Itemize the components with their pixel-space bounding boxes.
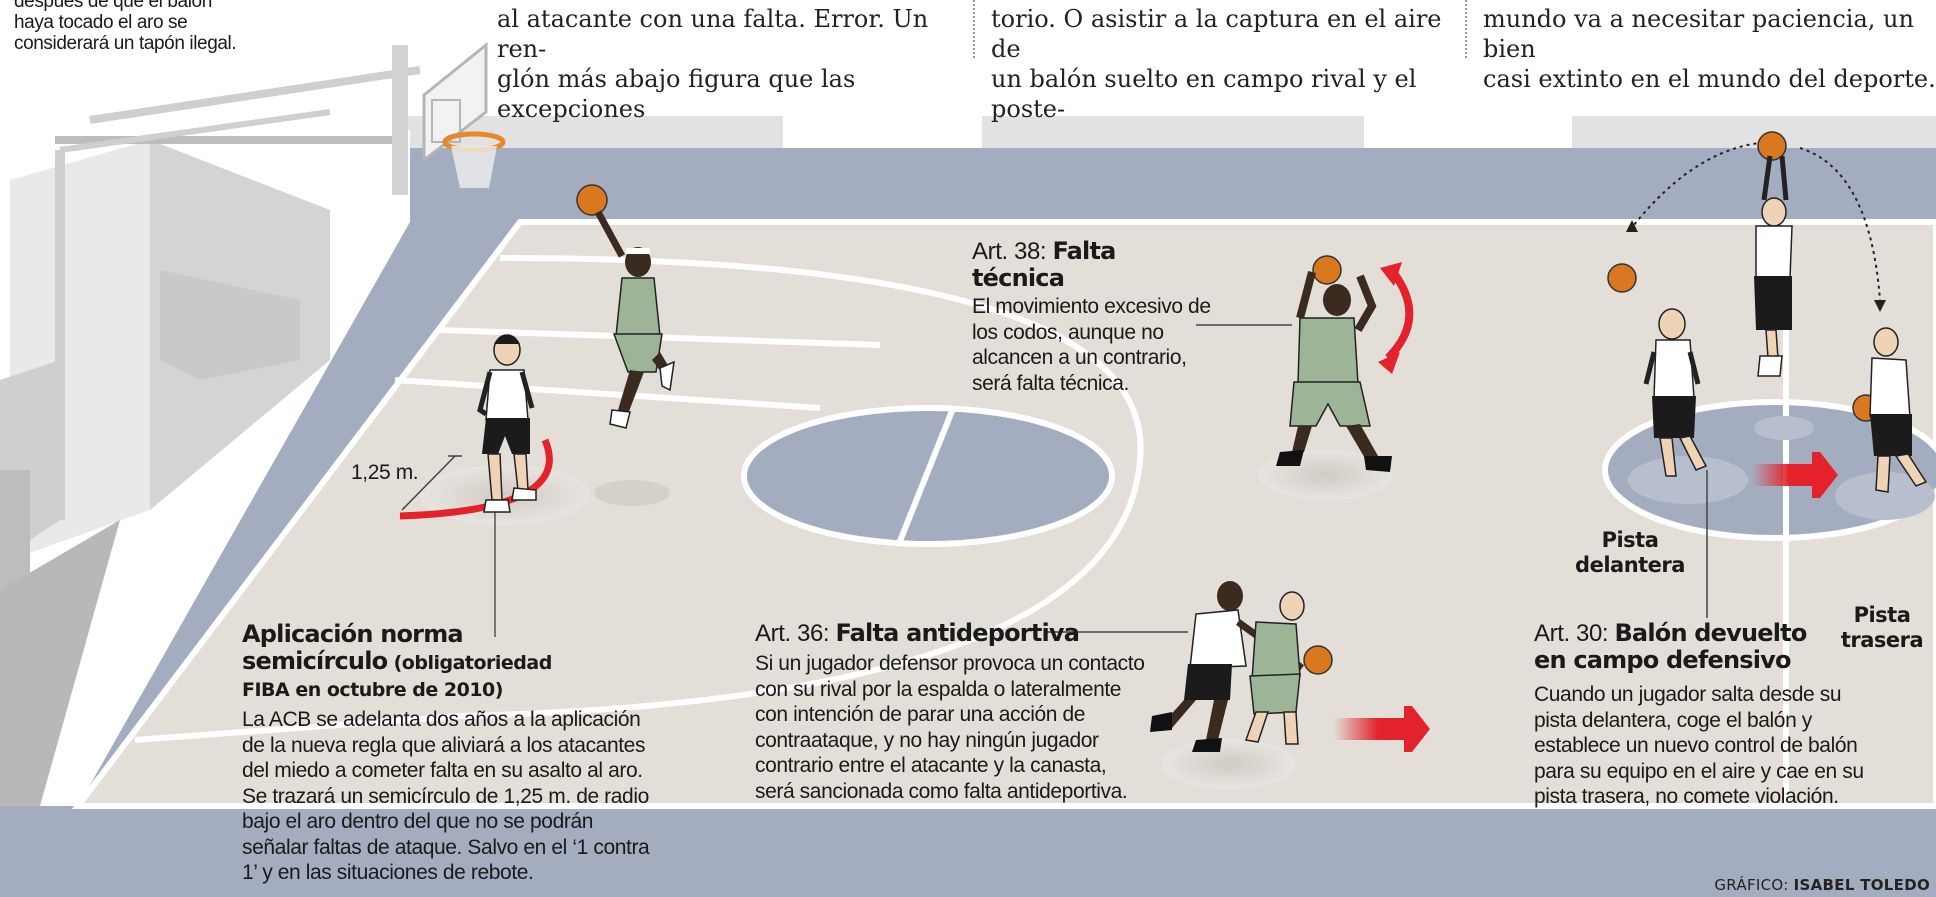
graphic-credit: GRÁFICO: ISABEL TOLEDO: [1680, 876, 1930, 894]
art36-block: Art. 36: Falta antideportiva Si un jugad…: [755, 620, 1155, 804]
column-divider: [1465, 0, 1467, 58]
art36-line: contrario entre el atacante y la canasta…: [755, 754, 1107, 777]
art36-line: contraataque, y no hay ningún jugador: [755, 728, 1099, 752]
left-caption-line: considerará un tapón ilegal.: [14, 33, 237, 54]
semicircle-title-line: Aplicación norma: [242, 620, 464, 648]
intro-column-3: mundo va a necesitar paciencia, un bien …: [1483, 4, 1936, 94]
semicircle-line: del miedo a cometer falta en su asalto a…: [242, 759, 643, 782]
art36-heading: Art. 36: Falta antideportiva: [755, 619, 1155, 648]
stands: [405, 116, 1936, 156]
art30-line: para su equipo en el aire y cae en su: [1534, 759, 1864, 783]
art38-heading: Art. 38: Falta técnica: [972, 238, 1212, 292]
art30-title-line: en campo defensivo: [1534, 646, 1791, 674]
pista-trasera-label: Pista trasera: [1830, 603, 1934, 653]
art38-line: El movimiento excesivo de: [972, 295, 1211, 318]
semicircle-block: Aplicación norma semicírculo (obligatori…: [242, 621, 662, 886]
left-caption: después de que el balón haya tocado el a…: [14, 0, 254, 54]
pista-delantera-line: delantera: [1575, 553, 1685, 577]
art36-prefix: Art. 36:: [755, 620, 836, 647]
left-caption-line: haya tocado el aro se: [14, 12, 188, 33]
semicircle-title: Aplicación norma semicírculo (obligatori…: [242, 621, 662, 703]
semicircle-note-line2: FIBA en octubre de 2010): [242, 679, 503, 701]
column-divider: [973, 0, 975, 58]
arena-wall: [0, 130, 410, 806]
player-backcourt-group: [1607, 131, 1935, 520]
player-attacker-jump: [576, 184, 675, 429]
leader-lines: [1044, 324, 1708, 633]
semicircle-line: bajo el aro dentro del que no se podrán: [242, 810, 594, 833]
art38-block: Art. 38: Falta técnica El movimiento exc…: [972, 238, 1212, 396]
intro-line: glón más abajo figura que las excepcione…: [497, 65, 856, 123]
intro-column-1: al atacante con una falta. Error. Un ren…: [497, 4, 967, 124]
art38-body: El movimiento excesivo de los codos, aun…: [972, 294, 1212, 396]
semicircle-body: La ACB se adelanta dos años a la aplicac…: [242, 707, 662, 886]
art36-title: Falta antideportiva: [835, 619, 1080, 647]
measure-label: 1,25 m.: [351, 461, 419, 484]
art36-body: Si un jugador defensor provoca un contac…: [755, 651, 1155, 804]
art38-line: será falta técnica.: [972, 371, 1129, 395]
art30-heading: Art. 30: Balón devuelto en campo defensi…: [1534, 620, 1894, 674]
intro-line: torio. O asistir a la captura en el aire…: [991, 5, 1442, 63]
art36-line: será sancionada como falta antideportiva…: [755, 779, 1128, 803]
pista-delantera-label: Pista delantera: [1560, 528, 1700, 578]
intro-column-2: torio. O asistir a la captura en el aire…: [991, 4, 1461, 124]
art30-line: Cuando un jugador salta desde su: [1534, 683, 1842, 706]
art30-line: establece un nuevo control de balón: [1534, 734, 1858, 757]
intro-line: al atacante con una falta. Error. Un ren…: [497, 5, 929, 63]
art30-title-line: Balón devuelto: [1614, 619, 1807, 647]
art38-prefix: Art. 38:: [972, 238, 1053, 265]
art30-line: pista trasera, no comete violación.: [1534, 785, 1839, 808]
semicircle-note: (obligatoriedad: [393, 652, 553, 674]
pista-trasera-line: trasera: [1840, 628, 1924, 652]
player-unsportsmanlike: [1150, 581, 1430, 789]
pista-trasera-line: Pista: [1853, 603, 1911, 627]
semicircle-line: 1’ y en las situaciones de rebote.: [242, 861, 534, 884]
basket-structure: [55, 41, 506, 520]
art30-body: Cuando un jugador salta desde su pista d…: [1534, 682, 1894, 810]
art30-block: Art. 30: Balón devuelto en campo defensi…: [1534, 620, 1894, 810]
player-technical-foul: [1259, 255, 1414, 500]
pista-delantera-line: Pista: [1601, 528, 1659, 552]
intro-line: mundo va a necesitar paciencia, un bien: [1483, 5, 1914, 63]
art38-title: Falta técnica: [972, 237, 1116, 292]
credit-name: ISABEL TOLEDO: [1793, 876, 1930, 894]
art36-line: con intención de parar una acción de: [755, 703, 1086, 726]
art30-prefix: Art. 30:: [1534, 620, 1615, 647]
semicircle-line: Se trazará un semicírculo de 1,25 m. de …: [242, 784, 649, 808]
intro-line: casi extinto en el mundo del deporte.: [1483, 65, 1936, 93]
intro-line: un balón suelto en campo rival y el post…: [991, 65, 1417, 123]
art36-line: con su rival por la espalda o lateralmen…: [755, 677, 1122, 701]
semicircle-line: de la nueva regla que aliviará a los ata…: [242, 733, 646, 757]
art38-line: los codos, aunque no: [972, 320, 1164, 344]
art36-line: Si un jugador defensor provoca un contac…: [755, 652, 1145, 675]
art38-line: alcancen a un contrario,: [972, 346, 1187, 369]
semicircle-line: La ACB se adelanta dos años a la aplicac…: [242, 708, 641, 731]
semicircle-title-line: semicírculo: [242, 647, 388, 675]
player-defender-semicircle: [477, 334, 537, 513]
left-caption-line: después de que el balón: [14, 0, 212, 12]
credit-prefix: GRÁFICO:: [1714, 876, 1794, 894]
art30-line: pista delantera, coge el balón y: [1534, 708, 1812, 732]
semicircle-line: señalar faltas de ataque. Salvo en el ‘1…: [242, 835, 650, 859]
restricted-area: [399, 438, 670, 637]
